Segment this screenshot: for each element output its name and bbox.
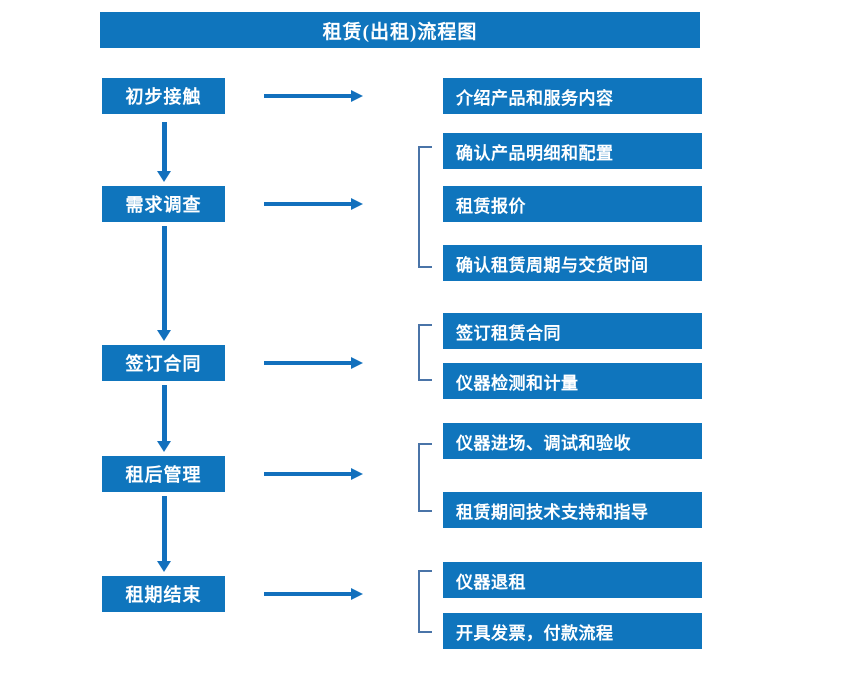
arrow-shaft <box>162 385 167 441</box>
stage-box-needs-survey[interactable]: 需求调查 <box>102 186 225 222</box>
arrow-shaft <box>264 361 352 365</box>
arrow-shaft <box>264 472 352 476</box>
arrow-shaft <box>264 94 352 98</box>
detail-arrow-right-5 <box>264 586 363 602</box>
detail-arrow-right-4 <box>264 466 363 482</box>
group-bracket-post-rental <box>418 443 432 512</box>
detail-box-confirm-product-spec[interactable]: 确认产品明细和配置 <box>443 133 702 169</box>
arrow-head <box>157 441 171 452</box>
detail-arrow-right-3 <box>264 355 363 371</box>
arrow-shaft <box>264 202 352 206</box>
arrow-head <box>157 561 171 572</box>
flow-arrow-down-3 <box>157 385 171 452</box>
flow-arrow-down-4 <box>157 496 171 572</box>
detail-box-rental-quote[interactable]: 租赁报价 <box>443 186 702 222</box>
arrow-shaft <box>162 496 167 561</box>
arrow-head <box>351 588 363 600</box>
page-title: 租赁(出租)流程图 <box>100 12 700 48</box>
detail-box-invoice-payment[interactable]: 开具发票，付款流程 <box>443 613 702 649</box>
stage-box-initial-contact[interactable]: 初步接触 <box>102 78 225 114</box>
detail-arrow-right-2 <box>264 196 363 212</box>
stage-box-post-rental-management[interactable]: 租后管理 <box>102 456 225 492</box>
detail-box-instrument-return[interactable]: 仪器退租 <box>443 562 702 598</box>
detail-box-sign-rental-contract[interactable]: 签订租赁合同 <box>443 313 702 349</box>
arrow-shaft <box>162 122 167 171</box>
detail-box-instrument-entry-commissioning[interactable]: 仪器进场、调试和验收 <box>443 423 702 459</box>
arrow-head <box>351 198 363 210</box>
arrow-shaft <box>264 592 352 596</box>
arrow-head <box>351 357 363 369</box>
flow-arrow-down-1 <box>157 122 171 182</box>
flow-arrow-down-2 <box>157 226 171 341</box>
group-bracket-lease-end <box>418 570 432 633</box>
detail-box-technical-support[interactable]: 租赁期间技术支持和指导 <box>443 492 702 528</box>
detail-box-introduce-products[interactable]: 介绍产品和服务内容 <box>443 78 702 114</box>
stage-box-lease-end[interactable]: 租期结束 <box>102 576 225 612</box>
arrow-shaft <box>162 226 167 330</box>
detail-arrow-right-1 <box>264 88 363 104</box>
detail-box-confirm-period-delivery[interactable]: 确认租赁周期与交货时间 <box>443 245 702 281</box>
group-bracket-sign-contract <box>418 324 432 381</box>
detail-box-instrument-inspection[interactable]: 仪器检测和计量 <box>443 363 702 399</box>
arrow-head <box>157 330 171 341</box>
arrow-head <box>351 468 363 480</box>
group-bracket-needs-survey <box>418 146 432 268</box>
stage-box-sign-contract[interactable]: 签订合同 <box>102 345 225 381</box>
arrow-head <box>351 90 363 102</box>
arrow-head <box>157 171 171 182</box>
